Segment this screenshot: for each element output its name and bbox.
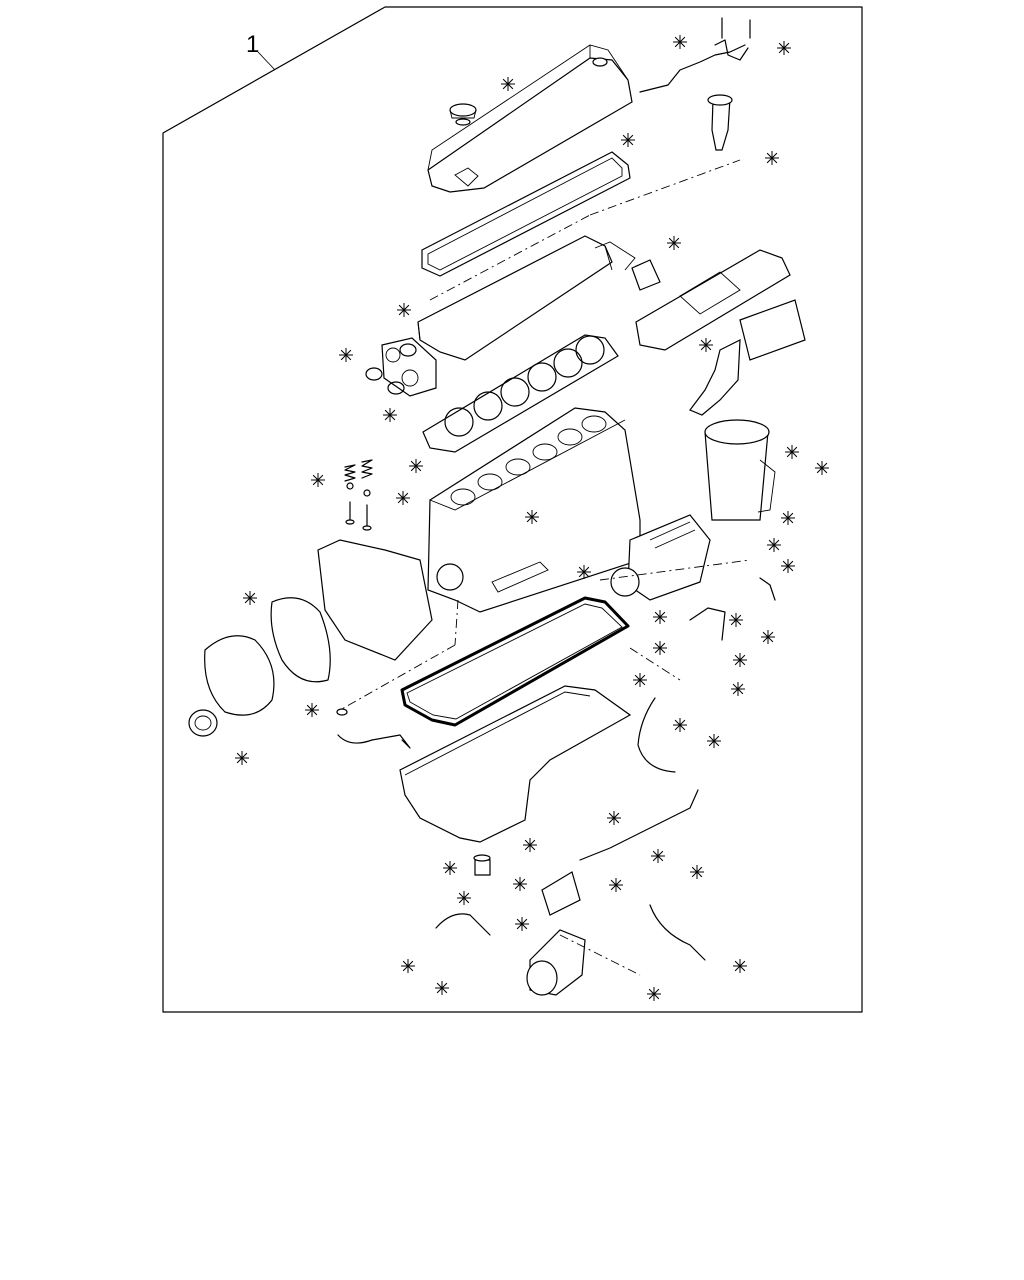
oil-pan-gasket	[400, 596, 630, 727]
valve-cover	[427, 44, 633, 193]
drain-plug	[473, 854, 491, 876]
o-ring	[387, 381, 405, 395]
fuel-injector	[707, 94, 733, 151]
asterisk-icon	[383, 408, 397, 422]
oil-pan	[399, 685, 632, 843]
cylinder-head	[417, 235, 636, 361]
asterisk-icon	[633, 673, 647, 687]
asterisk-icon	[523, 838, 537, 852]
asterisk-icon	[729, 613, 743, 627]
asterisk-icon	[235, 751, 249, 765]
fuel-line	[689, 607, 726, 641]
o-ring	[399, 343, 417, 357]
timing-cover	[204, 635, 275, 716]
diagram-frame	[162, 6, 863, 1013]
oil-filler-cap	[449, 103, 477, 126]
thermostat-housing	[381, 337, 437, 397]
asterisk-icon	[707, 734, 721, 748]
water-pump	[526, 929, 586, 996]
asterisk-icon	[781, 511, 795, 525]
exhaust-manifold-gasket	[739, 299, 806, 361]
asterisk-icon	[731, 682, 745, 696]
asterisk-icon	[781, 559, 795, 573]
asterisk-icon	[690, 865, 704, 879]
cylinder-head-gasket	[422, 334, 619, 453]
asterisk-icon	[815, 461, 829, 475]
asterisk-icon	[443, 861, 457, 875]
asterisk-icon	[699, 338, 713, 352]
asterisk-markers	[235, 35, 829, 1001]
asterisk-icon	[733, 653, 747, 667]
asterisk-icon	[607, 811, 621, 825]
asterisk-icon	[401, 959, 415, 973]
asterisk-icon	[765, 151, 779, 165]
asterisk-icon	[396, 491, 410, 505]
oil-line	[579, 789, 699, 861]
asterisk-icon	[525, 510, 539, 524]
oil-suction-tube	[337, 734, 411, 749]
o-ring	[365, 367, 383, 381]
timing-cover-gasket	[270, 597, 331, 683]
asterisk-icon	[305, 703, 319, 717]
fuel-filter-housing	[704, 419, 776, 521]
asterisk-icon	[621, 133, 635, 147]
asterisk-icon	[673, 35, 687, 49]
pump-gasket	[541, 871, 581, 916]
asterisk-icon	[243, 591, 257, 605]
air-intake-pipe	[689, 339, 741, 416]
asterisk-icon	[667, 236, 681, 250]
asterisk-icon	[647, 987, 661, 1001]
asterisk-icon	[651, 849, 665, 863]
asterisk-icon	[409, 459, 423, 473]
coolant-tube	[435, 913, 491, 936]
water-outlet-gasket	[631, 259, 661, 291]
o-ring	[336, 708, 348, 716]
asterisk-icon	[435, 981, 449, 995]
asterisk-icon	[457, 891, 471, 905]
callout-leader	[257, 51, 276, 71]
rear-housing	[317, 539, 433, 661]
injector-fitting	[714, 39, 749, 61]
fuel-line	[637, 697, 676, 773]
asterisk-icon	[311, 473, 325, 487]
fuel-return-line	[639, 44, 746, 93]
asterisk-icon	[609, 878, 623, 892]
asterisk-icon	[767, 538, 781, 552]
asterisk-icon	[733, 959, 747, 973]
valve-springs	[344, 459, 373, 531]
fuel-injection-pump	[610, 514, 711, 601]
asterisk-icon	[785, 445, 799, 459]
crankshaft-seal	[188, 709, 218, 737]
asterisk-icon	[653, 641, 667, 655]
asterisk-icon	[515, 917, 529, 931]
valve-cover-gasket	[421, 151, 631, 277]
asterisk-icon	[653, 610, 667, 624]
asterisk-icon	[501, 77, 515, 91]
asterisk-icon	[777, 41, 791, 55]
fuel-line	[759, 577, 776, 601]
asterisk-icon	[513, 877, 527, 891]
asterisk-icon	[339, 348, 353, 362]
asterisk-icon	[577, 565, 591, 579]
callout-number: 1	[246, 31, 259, 58]
intake-manifold	[635, 249, 791, 351]
asterisk-icon	[673, 718, 687, 732]
asterisk-icon	[761, 630, 775, 644]
coolant-tube	[649, 904, 706, 961]
asterisk-icon	[397, 303, 411, 317]
